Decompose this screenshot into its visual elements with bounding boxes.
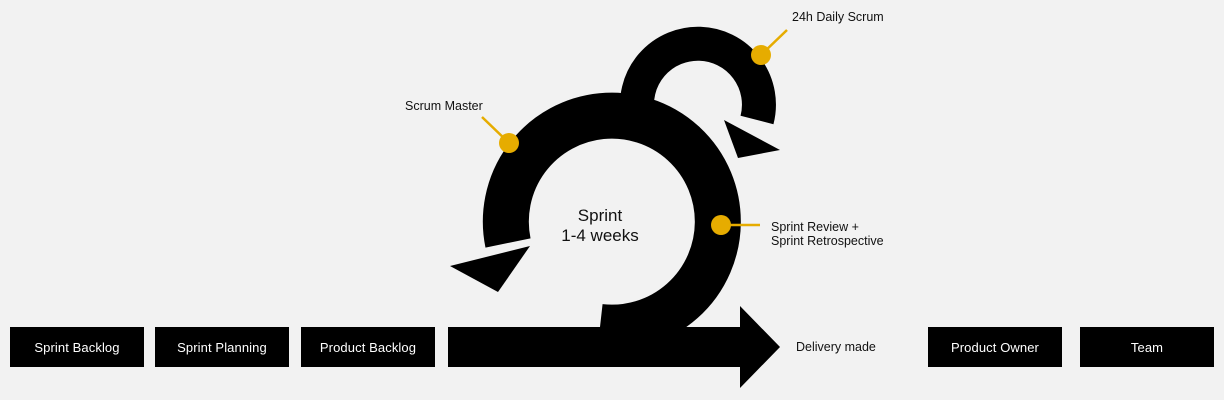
scrum-master-label: Scrum Master: [405, 99, 483, 113]
sprint-title: Sprint: [577, 206, 623, 225]
daily-scrum-loop-arrow: [619, 26, 776, 125]
delivery-arrow: [448, 306, 780, 388]
product-owner-box: Product Owner: [928, 327, 1062, 367]
team-box: Team: [1080, 327, 1214, 367]
product-backlog-box: Product Backlog: [301, 327, 435, 367]
sprint-planning-box: Sprint Planning: [155, 327, 289, 367]
daily-scrum-label: 24h Daily Scrum: [792, 10, 884, 24]
scrum-master-dot: [499, 133, 519, 153]
daily-scrum-dot: [751, 45, 771, 65]
sprint-loop-arrowhead: [450, 246, 530, 292]
daily-scrum-loop-arrowhead: [724, 120, 780, 158]
sprint-review-dot: [711, 215, 731, 235]
sprint-backlog-box: Sprint Backlog: [10, 327, 144, 367]
sprint-review-label-line1: Sprint Review +: [771, 220, 859, 234]
delivery-label: Delivery made: [796, 340, 876, 354]
sprint-center-text: Sprint 1-4 weeks: [540, 206, 660, 246]
sprint-duration: 1-4 weeks: [561, 226, 639, 245]
sprint-loop-arrow: [482, 92, 741, 351]
sprint-review-label-line2: Sprint Retrospective: [771, 234, 884, 248]
